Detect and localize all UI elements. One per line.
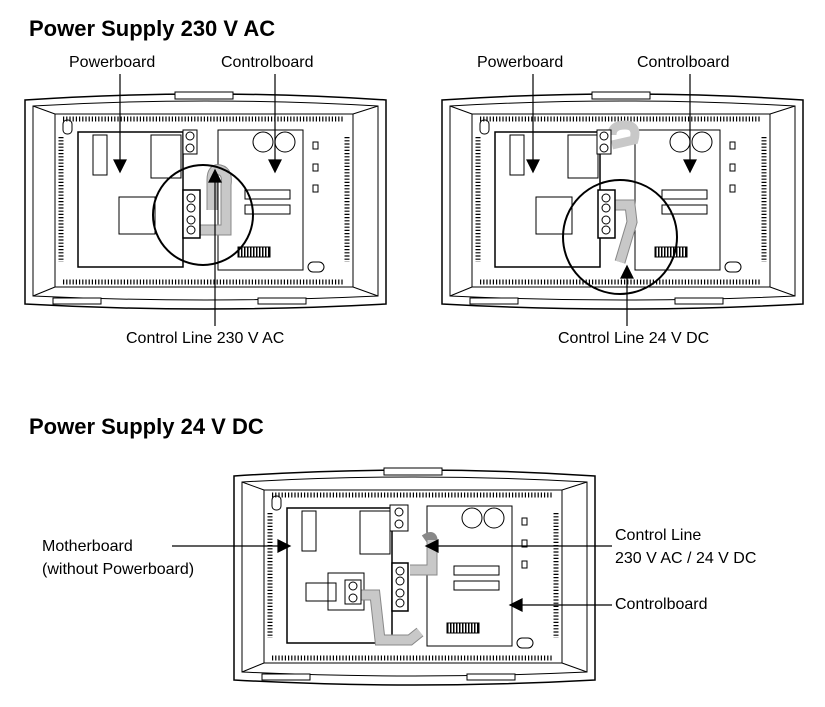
heading-230vac: Power Supply 230 V AC [29,16,276,41]
highlight-circle [152,164,254,266]
device-24vdc [234,468,595,685]
terminal-block [182,189,201,239]
label-motherboard-note: (without Powerboard) [42,561,195,578]
label-motherboard: Motherboard [42,538,133,555]
device-230vac-2 [442,92,803,309]
label-controlboard: Controlboard [221,54,314,71]
leader-arrows [113,74,697,612]
heading-24vdc: Power Supply 24 V DC [29,414,264,439]
control-cable [607,120,640,150]
label-control-line-values: 230 V AC / 24 V DC [615,550,757,567]
label-control-line: Control Line 230 V AC [126,330,285,347]
device-230vac-1 [25,92,386,309]
label-powerboard: Powerboard [477,54,564,71]
label-powerboard: Powerboard [69,54,156,71]
label-control-line: Control Line 24 V DC [558,330,710,347]
terminal-block [391,562,409,612]
label-controlboard: Controlboard [637,54,730,71]
highlight-circle [562,179,678,295]
terminal-block [597,189,616,239]
label-controlboard: Controlboard [615,596,708,613]
label-control-line: Control Line [615,527,702,544]
